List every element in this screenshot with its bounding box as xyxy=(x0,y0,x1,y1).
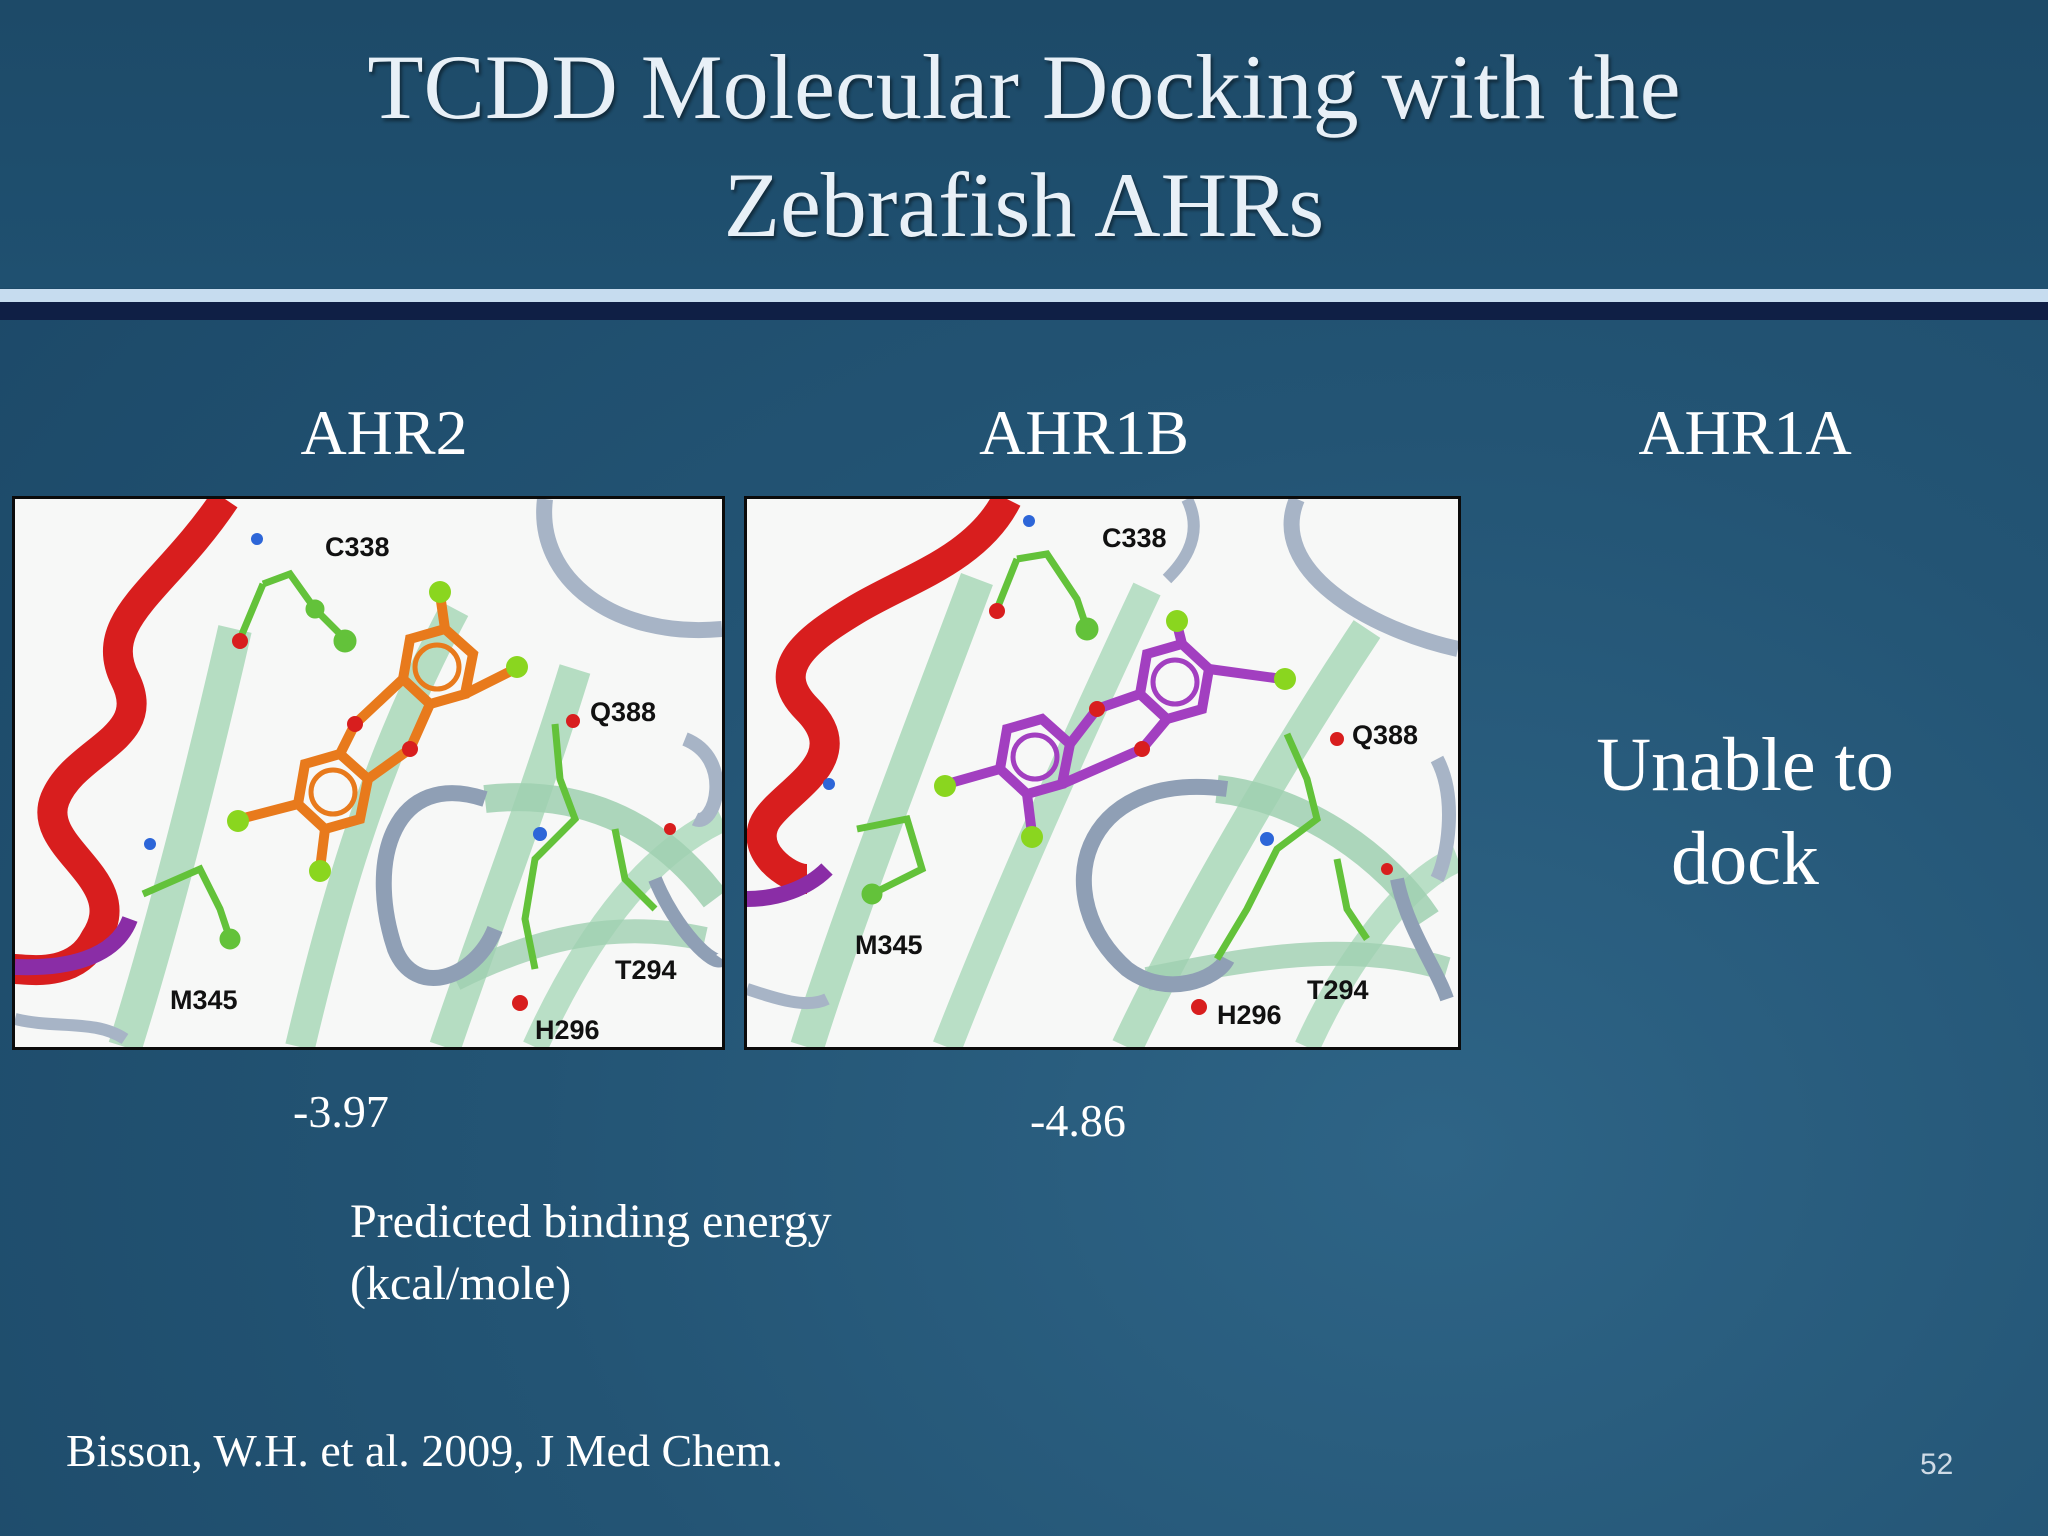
column-label-ahr1b: AHR1B xyxy=(979,397,1189,468)
residue-label-m345: M345 xyxy=(855,930,923,960)
column-label-ahr1a: AHR1A xyxy=(1638,397,1852,468)
binding-energy-ahr1b: -4.86 xyxy=(1030,1095,1126,1146)
residue-label-m345: M345 xyxy=(170,985,238,1015)
residue-label-h296: H296 xyxy=(535,1015,600,1045)
citation: Bisson, W.H. et al. 2009, J Med Chem. xyxy=(66,1425,783,1476)
ahr1a-result-line-1: Unable to xyxy=(1596,723,1894,807)
title-divider-dark xyxy=(0,302,2048,320)
ahr1b-docking-image: C338 Q388 M345 T294 H296 xyxy=(744,496,1461,1050)
residue-label-c338: C338 xyxy=(325,532,390,562)
title-line-2: Zebrafish AHRs xyxy=(723,154,1325,256)
residue-label-t294: T294 xyxy=(615,955,677,985)
caption-line-2: (kcal/mole) xyxy=(350,1257,572,1310)
slide-title: TCDD Molecular Docking with the Zebrafis… xyxy=(0,28,2048,264)
page-number: 52 xyxy=(1920,1448,1954,1481)
ahr1a-result: Unable to dock xyxy=(1495,718,1995,906)
caption-line-1: Predicted binding energy xyxy=(350,1195,832,1248)
column-label-ahr2: AHR2 xyxy=(300,397,468,468)
ahr2-docking-illustration: C338 Q388 M345 T294 H296 xyxy=(15,499,722,1047)
binding-energy-ahr2: -3.97 xyxy=(293,1086,389,1137)
title-line-1: TCDD Molecular Docking with the xyxy=(367,36,1681,138)
title-band xyxy=(0,0,2048,288)
ahr1a-result-line-2: dock xyxy=(1671,817,1819,901)
residue-label-q388: Q388 xyxy=(1352,720,1418,750)
ahr2-docking-image: C338 Q388 M345 T294 H296 xyxy=(12,496,725,1050)
title-divider-light xyxy=(0,289,2048,302)
residue-label-t294: T294 xyxy=(1307,975,1369,1005)
residue-label-q388: Q388 xyxy=(590,697,656,727)
residue-label-c338: C338 xyxy=(1102,523,1167,553)
binding-energy-caption: Predicted binding energy (kcal/mole) xyxy=(350,1191,832,1315)
residue-label-h296: H296 xyxy=(1217,1000,1282,1030)
ahr1b-docking-illustration: C338 Q388 M345 T294 H296 xyxy=(747,499,1458,1047)
